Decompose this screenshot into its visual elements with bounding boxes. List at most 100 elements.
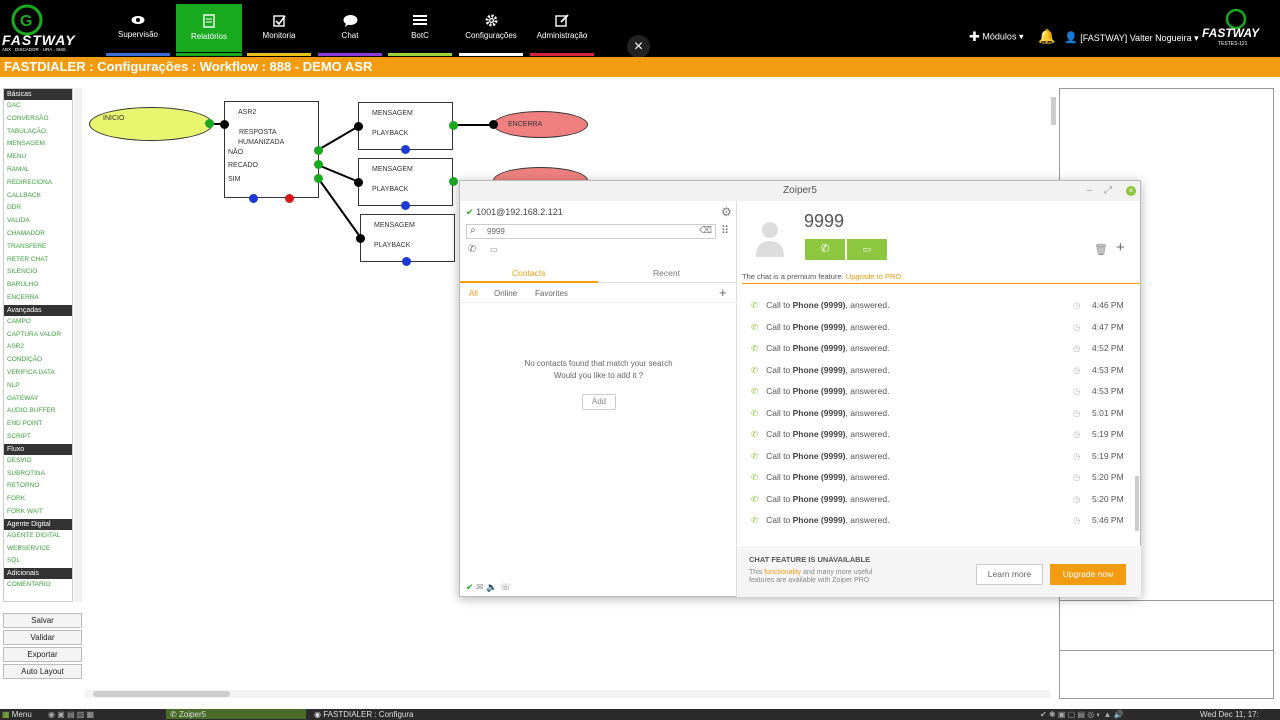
port-bottom[interactable]	[402, 257, 411, 266]
exportar-button[interactable]: Exportar	[3, 647, 82, 662]
search-input[interactable]: 9999	[487, 227, 505, 236]
user-menu[interactable]: 👤 [FASTWAY] Valter Nogueira ▾	[1064, 32, 1199, 44]
clear-search-icon[interactable]: ⌫	[699, 225, 712, 235]
nav-relatorios[interactable]: Relatórios	[176, 4, 242, 56]
palette-item[interactable]: END POINT	[7, 420, 43, 428]
history-row[interactable]: ✆Call to Phone (9999), answered.◷5:46 PM	[751, 510, 1126, 532]
port-in[interactable]	[354, 178, 363, 187]
canvas-horizontal-scrollbar[interactable]	[85, 690, 1050, 698]
palette-group-header[interactable]: Agente Digital	[4, 518, 72, 530]
palette-group-header[interactable]: Avançadas	[4, 304, 72, 316]
video-call-button[interactable]: ▭	[847, 239, 887, 260]
history-row[interactable]: ✆Call to Phone (9999), answered.◷5:01 PM	[751, 403, 1126, 425]
maximize-icon[interactable]: ⤢	[1104, 185, 1112, 196]
palette-item[interactable]: AGENTE DIGITAL	[7, 531, 61, 539]
port-bottom[interactable]	[401, 145, 410, 154]
palette-item[interactable]: COMENTARIO	[7, 581, 51, 589]
node-encerra[interactable]: ENCERRA	[493, 111, 588, 138]
palette-item[interactable]: VERIFICA DATA	[7, 368, 55, 376]
bell-icon[interactable]: 🔔	[1038, 28, 1056, 44]
palette-item[interactable]: CONDIÇÃO	[7, 356, 43, 364]
port-out[interactable]	[314, 160, 323, 169]
history-scrollbar[interactable]	[1135, 476, 1139, 531]
palette-item[interactable]: FORK WAIT	[7, 507, 43, 515]
nav-supervisao[interactable]: Supervisão	[106, 4, 170, 56]
palette-item[interactable]: SILENCIO	[7, 268, 38, 276]
node-asr2[interactable]: ASR2 RESPOSTA HUMANIZADA NÃO RECADO SIM	[224, 101, 319, 198]
palette-item[interactable]: DDR	[7, 204, 22, 212]
task-fastdialer[interactable]: ◉ FASTDIALER : Configura	[310, 709, 450, 719]
menu-button[interactable]: ▦ Menu	[2, 709, 32, 719]
modules-menu[interactable]: ✚ Módulos ▾	[969, 29, 1024, 44]
video-icon[interactable]: ▭	[490, 245, 498, 254]
history-row[interactable]: ✆Call to Phone (9999), answered.◷4:52 PM	[751, 338, 1126, 360]
history-row[interactable]: ✆Call to Phone (9999), answered.◷5:19 PM	[751, 424, 1126, 446]
scroll-thumb[interactable]	[93, 691, 230, 697]
auto-layout-button[interactable]: Auto Layout	[3, 664, 82, 679]
node-inicio[interactable]: INICIO	[89, 107, 213, 141]
port-in[interactable]	[220, 120, 229, 129]
search-box[interactable]: ⌕ 9999 ⌫	[466, 224, 716, 239]
window-close-icon[interactable]: ×	[1126, 186, 1136, 196]
port-out[interactable]	[449, 177, 458, 186]
nav-configuracoes[interactable]: Configurações	[459, 4, 523, 56]
task-zoiper[interactable]: ✆ Zoiper5	[166, 709, 306, 719]
history-row[interactable]: ✆Call to Phone (9999), answered.◷4:47 PM	[751, 317, 1126, 339]
upgrade-now-button[interactable]: Upgrade now	[1050, 564, 1126, 585]
history-row[interactable]: ✆Call to Phone (9999), answered.◷5:20 PM	[751, 489, 1126, 511]
port-in[interactable]	[489, 120, 498, 129]
zoiper-titlebar[interactable]: Zoiper5 – ⤢ ×	[460, 181, 1140, 201]
dialpad-icon[interactable]: ⠿	[721, 225, 730, 237]
palette-item[interactable]: SCRIPT	[7, 432, 31, 440]
validar-button[interactable]: Validar	[3, 630, 82, 645]
palette-item[interactable]: CAPTURA VALOR	[7, 330, 62, 338]
port-out[interactable]	[314, 174, 323, 183]
palette-group-header[interactable]: Básicas	[4, 89, 72, 100]
palette-item[interactable]: MENSAGEM	[7, 140, 45, 148]
node-mensagem-3[interactable]: MENSAGEM PLAYBACK	[360, 214, 455, 262]
palette-item[interactable]: ENCERRA	[7, 293, 39, 301]
filter-all[interactable]: All	[469, 289, 478, 298]
account-status[interactable]: ✔ 1001@192.168.2.121	[466, 207, 563, 218]
palette-item[interactable]: WEBSERVICE	[7, 544, 51, 552]
palette-item[interactable]: NLP	[7, 381, 20, 389]
phone-icon[interactable]: ✆	[468, 244, 477, 255]
settings-gear-icon[interactable]: ⚙	[721, 205, 732, 219]
filter-favorites[interactable]: Favorites	[535, 289, 568, 298]
port-bottom[interactable]	[249, 194, 258, 203]
palette-group-header[interactable]: Adicionais	[4, 568, 72, 580]
history-row[interactable]: ✆Call to Phone (9999), answered.◷4:46 PM	[751, 295, 1126, 317]
add-icon[interactable]: +	[1116, 239, 1125, 256]
upgrade-pro-link[interactable]: Upgrade to PRO.	[845, 272, 904, 281]
quicklaunch-icons[interactable]: ◉ ▣ ▤ ▥ ▦	[48, 710, 95, 719]
palette-item[interactable]: FORK	[7, 495, 26, 503]
node-mensagem-2[interactable]: MENSAGEM PLAYBACK	[358, 158, 453, 206]
add-button[interactable]: Add	[582, 394, 616, 410]
port-error[interactable]	[285, 194, 294, 203]
palette-item[interactable]: VALIDA	[7, 217, 30, 225]
palette-item[interactable]: CONVERSÃO	[7, 114, 49, 122]
port-in[interactable]	[356, 234, 365, 243]
palette-item[interactable]: REDIRECIONA	[7, 178, 53, 186]
palette-scrollbar[interactable]	[74, 88, 82, 602]
call-button[interactable]: ✆	[805, 239, 845, 260]
delete-icon[interactable]: 🗑	[1094, 244, 1108, 256]
tab-recent[interactable]: Recent	[653, 268, 680, 278]
nav-administracao[interactable]: Administração	[530, 4, 594, 56]
history-row[interactable]: ✆Call to Phone (9999), answered.◷4:53 PM	[751, 360, 1126, 382]
palette-group-header[interactable]: Fluxo	[4, 443, 72, 455]
palette-item[interactable]: DAC	[7, 102, 21, 109]
add-contact-plus-icon[interactable]: +	[719, 285, 727, 300]
voicemail-icon[interactable]: ✉	[476, 582, 484, 592]
history-row[interactable]: ✆Call to Phone (9999), answered.◷4:53 PM	[751, 381, 1126, 403]
port-in[interactable]	[354, 122, 363, 131]
tab-contacts[interactable]: Contacts	[512, 268, 546, 278]
palette-item[interactable]: ASR2	[7, 343, 24, 351]
palette-item[interactable]: CALLBACK	[7, 191, 41, 199]
speaker-icon[interactable]: 🔈	[486, 582, 498, 592]
minimize-icon[interactable]: –	[1086, 185, 1092, 196]
palette-item[interactable]: RAMAL	[7, 165, 30, 173]
nav-monitoria[interactable]: Monitoria	[247, 4, 311, 56]
tray-icons[interactable]: ✔ ✱ ▣ ▢ ▤ ◎ ◐ ▲ 🔊	[1040, 710, 1124, 719]
palette-item[interactable]: CHAMADOR	[7, 229, 45, 237]
